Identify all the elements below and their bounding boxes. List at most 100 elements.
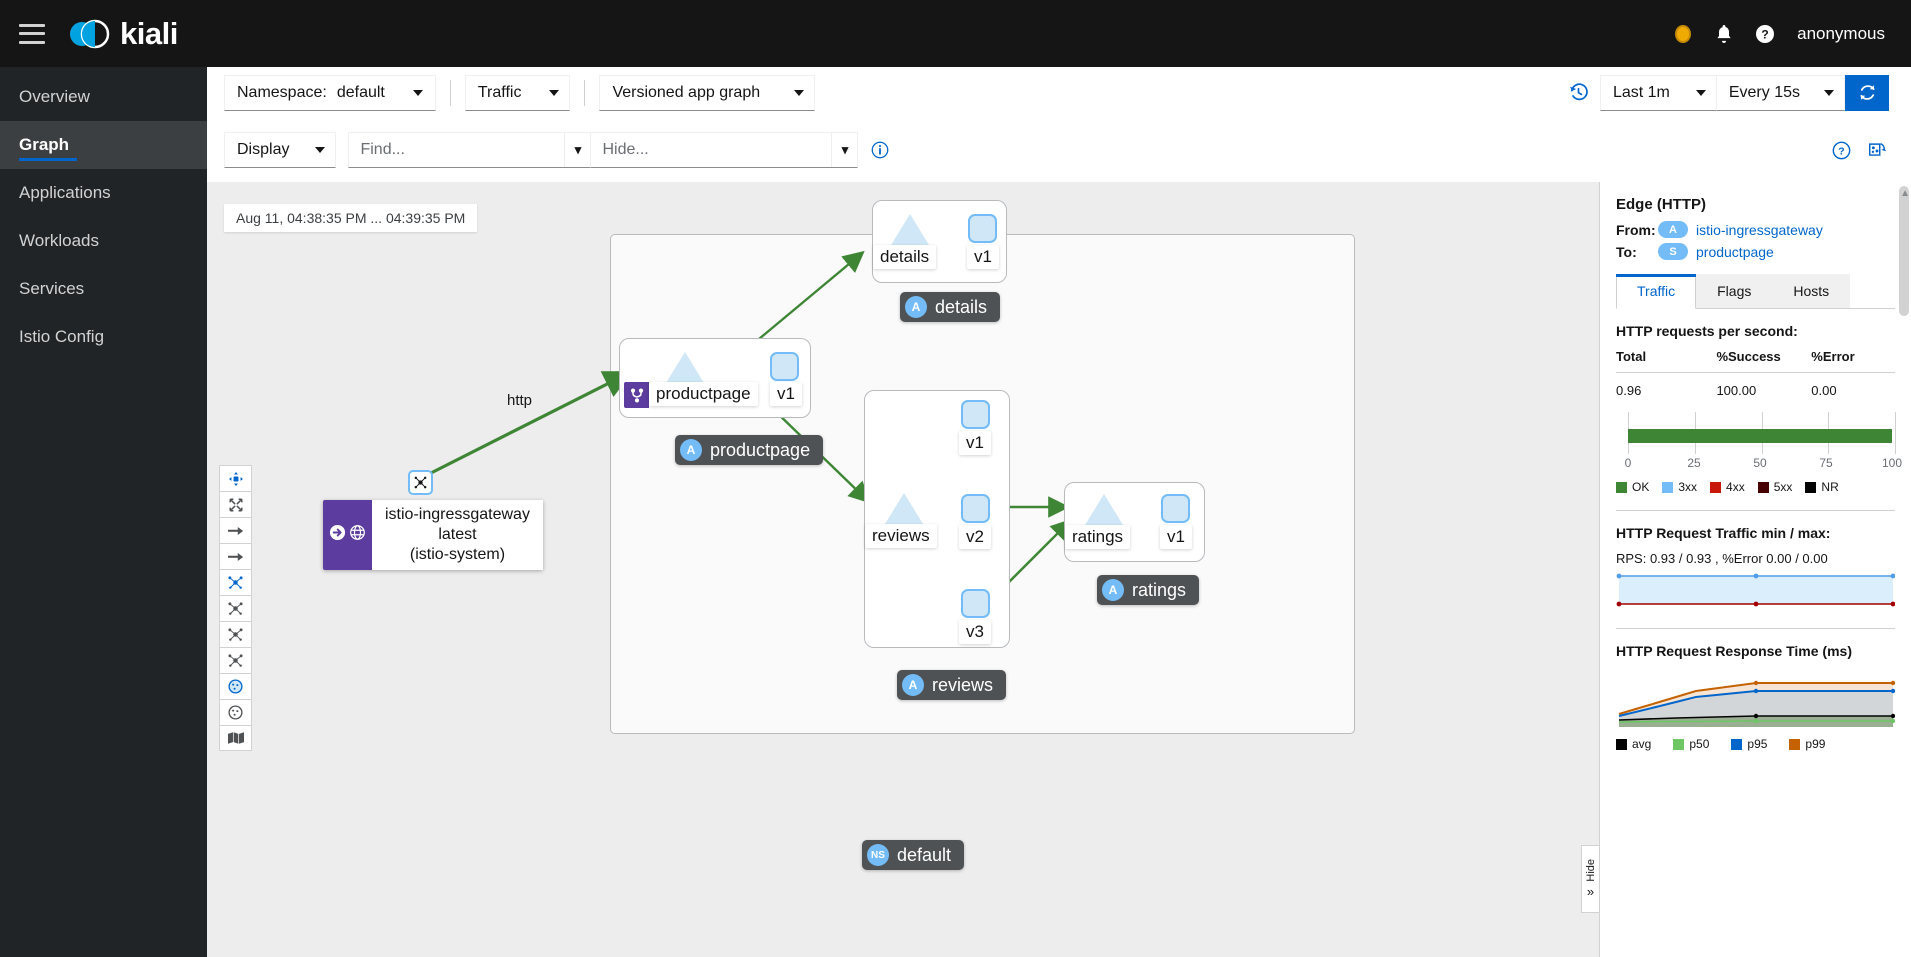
help-circle-icon[interactable]: ? [1755, 24, 1775, 44]
legend-item-p99[interactable]: p99 [1789, 737, 1825, 751]
legend-label: NR [1821, 480, 1839, 494]
app-badge-label: productpage [710, 439, 811, 460]
minimap-icon[interactable] [219, 725, 252, 751]
refresh-button[interactable] [1845, 74, 1889, 111]
legend-item-nr[interactable]: NR [1805, 480, 1839, 494]
legend-item-4xx[interactable]: 4xx [1710, 480, 1745, 494]
chevron-down-icon [794, 89, 805, 96]
namespace-selector[interactable]: Namespace: default [224, 74, 436, 111]
sidebar-item-overview[interactable]: Overview [19, 87, 90, 106]
namespace-box-on-icon[interactable] [219, 673, 252, 699]
tick-50: 50 [1753, 456, 1767, 470]
panel-scrollbar[interactable] [1899, 186, 1909, 946]
arrow-circle-icon [329, 524, 346, 546]
service-node-details[interactable] [891, 214, 929, 245]
tick-75: 75 [1819, 456, 1833, 470]
history-icon[interactable] [1569, 83, 1588, 102]
tab-traffic[interactable]: Traffic [1616, 274, 1697, 309]
gateway-node-text: istio-ingressgateway latest (istio-syste… [372, 500, 543, 570]
graph-canvas[interactable]: Aug 11, 04:38:35 PM ... 04:39:35 PM h [207, 182, 1599, 957]
find-dropdown-toggle[interactable]: ▾ [564, 133, 590, 167]
sidebar-item-applications[interactable]: Applications [19, 183, 111, 202]
gateway-node-istio-ingressgateway[interactable]: istio-ingressgateway latest (istio-syste… [323, 500, 543, 570]
sidebar-item-graph[interactable]: Graph [0, 121, 207, 169]
traffic-selector[interactable]: Traffic [464, 74, 571, 111]
arrow-right-icon[interactable] [219, 517, 252, 543]
legend-item-avg[interactable]: avg [1616, 737, 1651, 751]
service-node-reviews[interactable] [885, 493, 923, 524]
graph-type-selector[interactable]: Versioned app graph [599, 74, 816, 111]
bell-icon[interactable] [1715, 24, 1733, 44]
app-badge-details[interactable]: A details [900, 292, 1001, 322]
app-group-reviews[interactable]: reviews v1 v2 v3 [864, 390, 1010, 648]
zoom-fit-icon[interactable] [219, 465, 252, 491]
app-badge-ratings[interactable]: A ratings [1097, 575, 1200, 605]
layout-grid-icon[interactable] [219, 621, 252, 647]
expand-icon[interactable] [219, 491, 252, 517]
panel-hide-toggle[interactable]: Hide » [1581, 845, 1599, 913]
table-row: 0.96 100.00 0.00 [1616, 373, 1895, 398]
legend-label: 5xx [1773, 480, 1793, 494]
workload-node-productpage-v1[interactable] [770, 352, 799, 381]
legend-item-p95[interactable]: p95 [1731, 737, 1767, 751]
username[interactable]: anonymous [1797, 23, 1885, 43]
workload-node-ratings-v1[interactable] [1161, 494, 1190, 523]
namespace-badge-default[interactable]: NS default [862, 840, 965, 870]
sidebar-item-workloads[interactable]: Workloads [19, 231, 99, 250]
service-node-productpage[interactable] [666, 352, 704, 383]
legend-swatch [1710, 481, 1722, 493]
legend-item-ok[interactable]: OK [1616, 480, 1649, 494]
brand-text: kiali [120, 15, 178, 51]
brand[interactable]: kiali [67, 16, 178, 52]
find-box[interactable]: ▾ [348, 132, 592, 168]
arrow-right-alt-icon[interactable] [219, 543, 252, 569]
hamburger-icon[interactable] [19, 23, 45, 44]
graph-legend-icon[interactable] [1867, 141, 1887, 160]
app-badge-productpage[interactable]: A productpage [675, 435, 824, 465]
scroll-up-arrow-icon[interactable]: ▲ [1900, 188, 1910, 199]
rps-value-error: 0.00 [1811, 383, 1837, 398]
hide-input[interactable] [591, 133, 832, 167]
sidebar-item-services[interactable]: Services [19, 279, 85, 298]
tab-flags[interactable]: Flags [1696, 274, 1773, 308]
tab-hosts[interactable]: Hosts [1772, 274, 1851, 308]
workload-node-reviews-v1[interactable] [961, 400, 990, 429]
panel-to-value[interactable]: productpage [1696, 243, 1774, 260]
legend-swatch [1731, 738, 1743, 750]
legend-item-p50[interactable]: p50 [1673, 737, 1709, 751]
panel-divider-1 [1616, 510, 1895, 511]
app-group-productpage[interactable]: productpage v1 [619, 338, 811, 418]
legend-item-5xx[interactable]: 5xx [1757, 480, 1793, 494]
help-circle-icon[interactable]: ? [1832, 141, 1851, 160]
app-group-details[interactable]: details v1 [872, 200, 1007, 283]
workload-node-reviews-v3[interactable] [961, 589, 990, 618]
workload-node-reviews-v2[interactable] [961, 494, 990, 523]
service-label-ratings: ratings [1065, 525, 1131, 549]
app-badge-reviews[interactable]: A reviews [897, 670, 1007, 700]
layout-concentric-icon[interactable] [219, 647, 252, 673]
namespace-box-off-icon[interactable] [219, 699, 252, 725]
workload-node-details-v1[interactable] [968, 214, 997, 243]
panel-to-row: To: S productpage [1616, 243, 1895, 260]
time-range-selector[interactable]: Last 1m [1599, 74, 1717, 111]
panel-from-value[interactable]: istio-ingressgateway [1696, 221, 1823, 238]
virtual-service-icon [624, 382, 649, 408]
hide-box[interactable]: ▾ [591, 132, 859, 168]
mesh-node-icon[interactable] [408, 470, 433, 495]
layout-cola-icon[interactable] [219, 595, 252, 621]
info-circle-icon[interactable] [871, 141, 889, 159]
scrollbar-thumb[interactable] [1899, 186, 1909, 316]
legend-label: p50 [1689, 737, 1710, 751]
service-node-ratings[interactable] [1085, 494, 1123, 525]
display-selector[interactable]: Display [224, 132, 337, 168]
hide-dropdown-toggle[interactable]: ▾ [831, 133, 857, 167]
legend-item-3xx[interactable]: 3xx [1662, 480, 1697, 494]
sidebar-item-istio-config[interactable]: Istio Config [19, 327, 105, 346]
layout-dagre-icon[interactable] [219, 569, 252, 595]
traffic-label: Traffic [477, 83, 522, 101]
app-group-ratings[interactable]: ratings v1 [1064, 482, 1205, 562]
find-input[interactable] [349, 133, 565, 167]
app-badge-label: reviews [932, 674, 994, 695]
status-ring-icon[interactable] [1673, 24, 1693, 44]
refresh-interval-selector[interactable]: Every 15s [1716, 74, 1845, 111]
